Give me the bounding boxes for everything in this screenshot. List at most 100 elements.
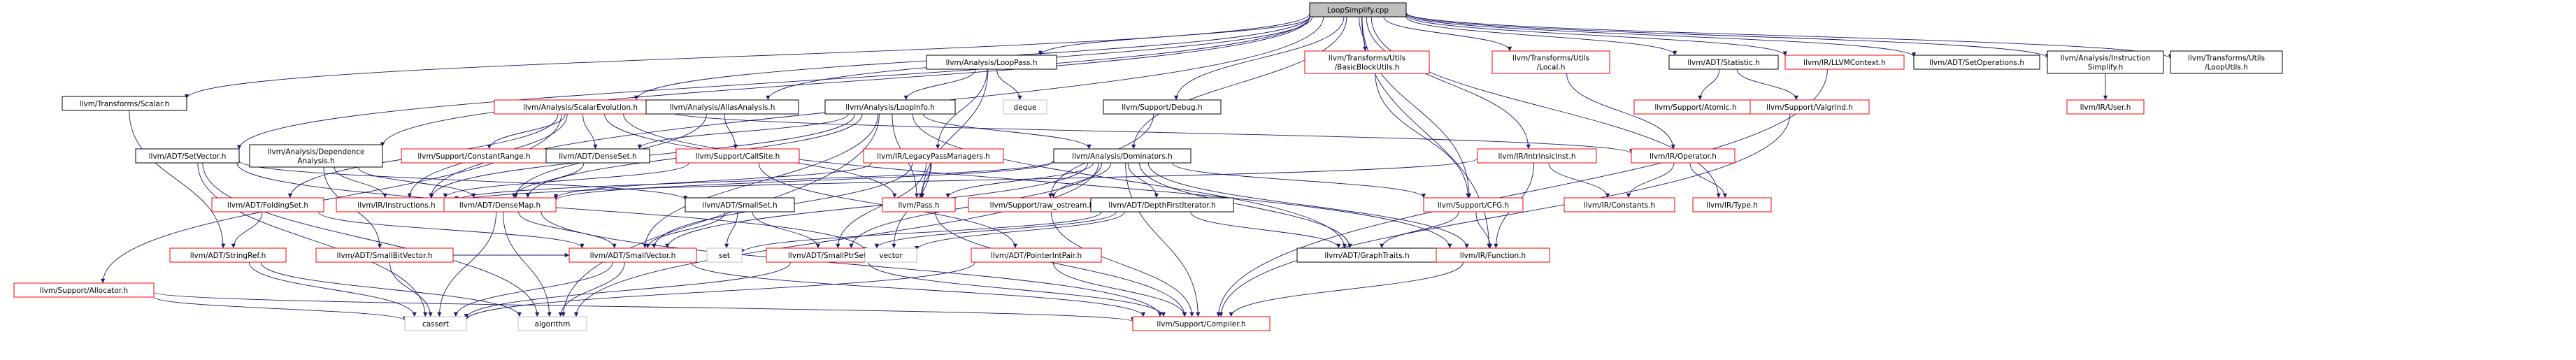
node-label-local: llvm/Transforms/Utils: [1512, 55, 1589, 63]
node-statistic[interactable]: llvm/ADT/Statistic.h: [1668, 55, 1779, 70]
include-edge-densemap-to-compiler: [541, 211, 1163, 317]
node-type[interactable]: llvm/IR/Type.h: [1692, 197, 1772, 213]
node-bbutils[interactable]: llvm/Transforms/Utils/BasicBlockUtils.h: [1304, 50, 1430, 74]
include-edge-setvector-to-cassert: [197, 162, 428, 317]
node-local[interactable]: llvm/Transforms/Utils/Local.h: [1491, 50, 1610, 74]
node-label-type: llvm/IR/Type.h: [1706, 201, 1758, 210]
include-edge-callsite-to-instructions: [443, 162, 689, 199]
node-smallptrset[interactable]: llvm/ADT/SmallPtrSet.h: [766, 247, 896, 263]
node-label-graphtraits: llvm/ADT/GraphTraits.h: [1324, 252, 1409, 260]
node-box-setoperations: [1913, 55, 2040, 70]
node-smallset[interactable]: llvm/ADT/SmallSet.h: [685, 197, 795, 213]
include-edge-looppass-to-pass: [920, 69, 989, 199]
node-label-set: set: [719, 252, 730, 260]
node-cassert: cassert: [404, 316, 467, 331]
node-foldingset[interactable]: llvm/ADT/FoldingSet.h: [211, 197, 324, 213]
node-user[interactable]: llvm/IR/User.h: [2066, 99, 2145, 115]
include-edge-allocator-to-compiler: [153, 291, 1135, 322]
node-constantrange[interactable]: llvm/Support/ConstantRange.h: [401, 148, 548, 164]
node-looputils[interactable]: llvm/Transforms/Utils/LoopUtils.h: [2170, 50, 2283, 74]
include-edge-smallvector-to-algorithm: [558, 261, 625, 317]
include-edge-dominators-to-compiler: [1125, 162, 1201, 317]
node-aliasanalysis[interactable]: llvm/Analysis/AliasAnalysis.h: [645, 99, 799, 115]
node-label-setoperations: llvm/ADT/SetOperations.h: [1929, 59, 2024, 67]
node-function[interactable]: llvm/IR/Function.h: [1436, 247, 1550, 263]
node-smallbitvector[interactable]: llvm/ADT/SmallBitVector.h: [315, 247, 454, 263]
node-smallvector[interactable]: llvm/ADT/SmallVector.h: [568, 247, 697, 263]
node-llvmcontext[interactable]: llvm/IR/LLVMContext.h: [1784, 55, 1905, 70]
node-label-bbutils: /BasicBlockUtils.h: [1335, 64, 1400, 72]
node-box-bbutils: [1304, 50, 1430, 74]
include-edge-root-to-looppass: [1038, 16, 1310, 56]
node-label-scalar: llvm/Transforms/Scalar.h: [80, 100, 170, 108]
include-edge-aliasanalysis-to-callsite: [724, 113, 738, 150]
include-edge-dominators-to-instructions: [455, 160, 1054, 201]
node-label-foldingset: llvm/ADT/FoldingSet.h: [227, 201, 308, 210]
node-label-densesetnode: llvm/ADT/DenseSet.h: [559, 152, 636, 161]
node-allocator[interactable]: llvm/Support/Allocator.h: [13, 282, 155, 298]
node-stringref[interactable]: llvm/ADT/StringRef.h: [169, 247, 287, 263]
node-rawostream[interactable]: llvm/Support/raw_ostream.h: [968, 197, 1116, 213]
node-label-deque: deque: [1014, 103, 1037, 112]
node-box-cassert: [404, 316, 467, 331]
include-edge-intrinsicinst-to-constants: [1548, 162, 1610, 199]
include-edge-dominators-to-graphtraits: [1139, 162, 1352, 249]
node-box-user: [2066, 99, 2145, 115]
include-edge-smallvector-to-compiler: [690, 261, 1146, 317]
node-label-local: /Local.h: [1537, 64, 1566, 72]
node-operator[interactable]: llvm/IR/Operator.h: [1631, 148, 1736, 164]
node-algorithm: algorithm: [517, 316, 587, 331]
node-callsite[interactable]: llvm/Support/CallSite.h: [675, 148, 800, 164]
node-scalar[interactable]: llvm/Transforms/Scalar.h: [62, 96, 187, 111]
include-edge-operator-to-type: [1689, 162, 1728, 199]
node-scev[interactable]: llvm/Analysis/ScalarEvolution.h: [494, 99, 667, 115]
node-looppass[interactable]: llvm/Analysis/LoopPass.h: [926, 55, 1057, 70]
node-label-smallptrset: llvm/ADT/SmallPtrSet.h: [788, 252, 873, 260]
node-atomic[interactable]: llvm/Support/Atomic.h: [1633, 99, 1758, 115]
node-setoperations[interactable]: llvm/ADT/SetOperations.h: [1913, 55, 2040, 70]
node-label-looppass: llvm/Analysis/LoopPass.h: [945, 59, 1037, 67]
include-edge-looppass-to-legacypm: [936, 69, 988, 150]
node-box-dominators: [1053, 148, 1192, 164]
node-compiler[interactable]: llvm/Support/Compiler.h: [1132, 316, 1271, 331]
include-edge-dominators-to-algorithm: [573, 162, 1099, 317]
node-box-operator: [1631, 148, 1736, 164]
include-edge-loopinfo-to-algorithm: [561, 113, 880, 317]
node-label-atomic: llvm/Support/Atomic.h: [1654, 103, 1736, 112]
include-edge-depthfirst-to-set: [739, 211, 1102, 254]
node-graphtraits[interactable]: llvm/ADT/GraphTraits.h: [1296, 247, 1438, 263]
node-debug[interactable]: llvm/Support/Debug.h: [1103, 99, 1222, 115]
node-legacypm[interactable]: llvm/IR/LegacyPassManagers.h: [863, 148, 1004, 164]
node-setvector[interactable]: llvm/ADT/SetVector.h: [135, 148, 240, 164]
node-dominators[interactable]: llvm/Analysis/Dominators.h: [1053, 148, 1192, 164]
node-box-depthfirst: [1090, 197, 1234, 213]
node-label-smallvector: llvm/ADT/SmallVector.h: [590, 252, 676, 260]
include-edge-root-to-debug: [1173, 16, 1345, 101]
node-label-looputils: llvm/Transforms/Utils: [2188, 55, 2265, 63]
node-label-cfg: llvm/Support/CFG.h: [1438, 201, 1509, 210]
node-box-llvmcontext: [1784, 55, 1905, 70]
node-densesetnode[interactable]: llvm/ADT/DenseSet.h: [545, 148, 650, 164]
node-instructions[interactable]: llvm/IR/Instructions.h: [336, 197, 457, 213]
node-label-bbutils: llvm/Transforms/Utils: [1329, 55, 1405, 63]
include-edge-scev-to-operator: [666, 110, 1633, 154]
node-label-smallbitvector: llvm/ADT/SmallBitVector.h: [337, 252, 433, 260]
include-edge-smallset-to-set: [724, 211, 738, 249]
include-edge-dominators-to-rawostream: [1051, 162, 1112, 199]
node-constants[interactable]: llvm/IR/Constants.h: [1564, 197, 1675, 213]
node-deque: deque: [1003, 99, 1047, 115]
node-label-aliasanalysis: llvm/Analysis/AliasAnalysis.h: [670, 103, 775, 112]
node-pointerintpair[interactable]: llvm/ADT/PointerIntPair.h: [971, 247, 1102, 263]
node-depthfirst[interactable]: llvm/ADT/DepthFirstIterator.h: [1090, 197, 1234, 213]
node-pass[interactable]: llvm/Pass.h: [882, 197, 956, 213]
node-label-instsimplify: Simplify.h: [2088, 64, 2124, 72]
node-intrinsicinst[interactable]: llvm/IR/IntrinsicInst.h: [1477, 148, 1597, 164]
node-densemap[interactable]: llvm/ADT/DenseMap.h: [443, 197, 557, 213]
include-edge-cfg-to-graphtraits: [1379, 211, 1459, 249]
node-valgrind[interactable]: llvm/Support/Valgrind.h: [1749, 99, 1870, 115]
node-cfg[interactable]: llvm/Support/CFG.h: [1423, 197, 1524, 213]
node-box-valgrind: [1749, 99, 1870, 115]
node-loopinfo[interactable]: llvm/Analysis/LoopInfo.h: [824, 99, 956, 115]
